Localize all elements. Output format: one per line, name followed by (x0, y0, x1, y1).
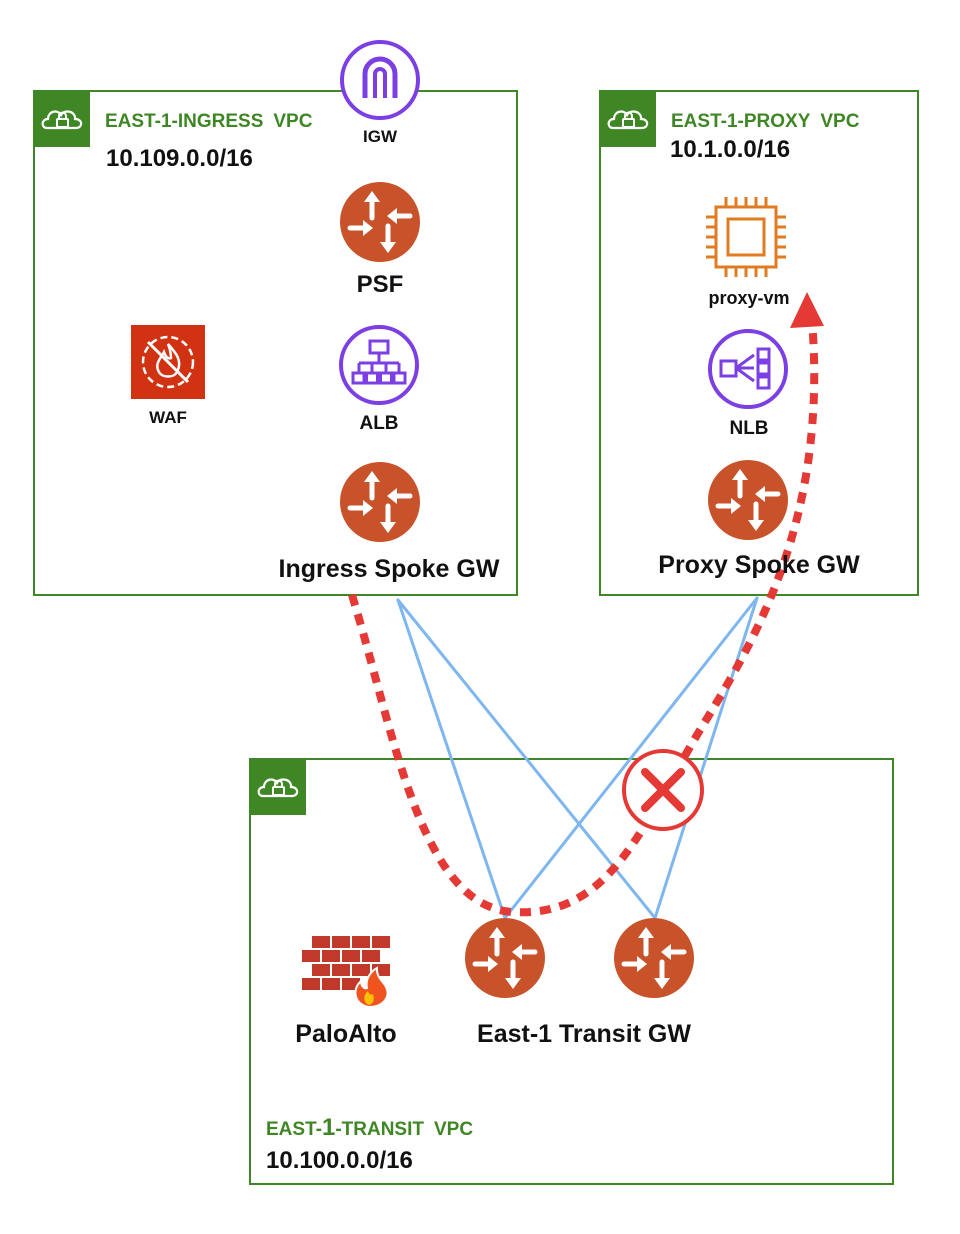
traffic-flow-arrowhead (790, 292, 824, 328)
firewall-icon (300, 934, 392, 1009)
cloud-lock-icon (248, 757, 308, 817)
load-balancer-icon (339, 325, 419, 405)
proxy-vpc-cidr: 10.1.0.0/16 (670, 136, 790, 163)
alb-label: ALB (359, 413, 398, 434)
link-proxy-transit-a (503, 596, 759, 920)
network-load-balancer-icon (708, 329, 788, 409)
paloalto-label: PaloAlto (295, 1020, 396, 1048)
psf-label: PSF (357, 271, 404, 298)
link-proxy-transit-b (653, 596, 759, 920)
transit-vpc-box (249, 758, 894, 1185)
router-icon (340, 462, 420, 542)
waf-label: WAF (149, 408, 187, 427)
ingress-spoke-gw-label: Ingress Spoke GW (279, 555, 500, 583)
x-circle-icon (622, 749, 704, 831)
igw-label: IGW (363, 127, 398, 146)
proxy-vpc-box (599, 90, 919, 596)
waf-icon (131, 325, 205, 399)
internet-gateway-icon (340, 40, 420, 120)
router-icon (340, 182, 420, 262)
chip-icon (706, 197, 786, 277)
transit-gw-label: East-1 Transit GW (477, 1020, 691, 1048)
router-icon (465, 918, 545, 998)
cloud-lock-icon (32, 89, 92, 149)
router-icon (708, 460, 788, 540)
proxy-vm-label: proxy-vm (708, 288, 789, 308)
router-icon (614, 918, 694, 998)
ingress-vpc-box (33, 90, 518, 596)
traffic-flow-path (348, 319, 819, 917)
ingress-vpc-cidr: 10.109.0.0/16 (106, 145, 253, 172)
transit-vpc-cidr: 10.100.0.0/16 (266, 1147, 413, 1174)
cloud-lock-icon (598, 89, 658, 149)
proxy-spoke-gw-label: Proxy Spoke GW (658, 551, 860, 579)
link-ingress-transit-a (396, 598, 507, 920)
nlb-label: NLB (729, 418, 768, 439)
